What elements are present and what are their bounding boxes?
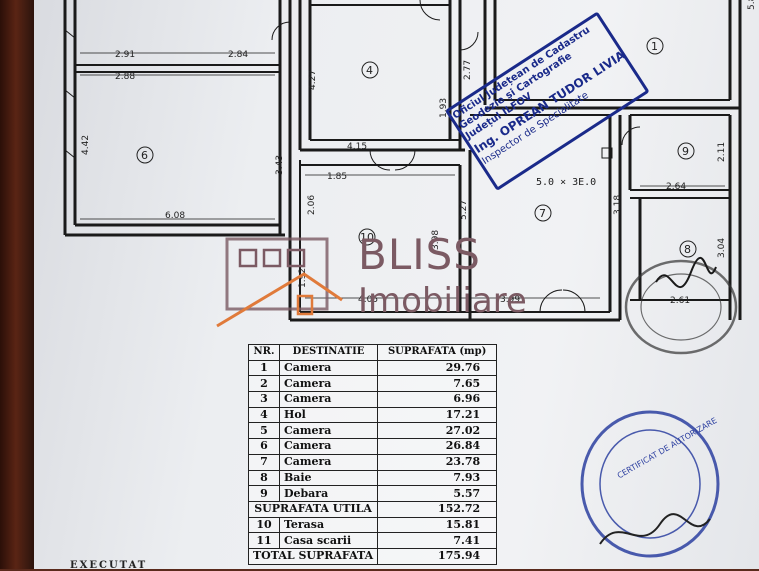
- row-surface: 23.78: [377, 453, 498, 471]
- room-number: 7: [539, 207, 546, 220]
- row-destination: Camera: [278, 438, 379, 455]
- header-nr: NR.: [248, 344, 280, 361]
- dimension-label: 4.27: [308, 70, 318, 90]
- row-surface: 7.93: [377, 469, 498, 487]
- row-surface: 6.96: [377, 391, 498, 408]
- dimension-label: 2.88: [115, 72, 135, 82]
- row-surface: 7.65: [377, 375, 498, 393]
- dimension-label: 4.42: [81, 135, 91, 155]
- row-surface: 15.81: [377, 516, 498, 534]
- row-surface: 27.02: [377, 422, 498, 440]
- dimension-label: 5.8: [747, 0, 757, 10]
- row-number: 1: [248, 359, 280, 377]
- row-number: 3: [248, 391, 280, 408]
- row-number: 5: [248, 422, 280, 440]
- row-number: 2: [248, 375, 280, 393]
- wood-background: [0, 0, 40, 569]
- dimension-label: 3.43: [275, 155, 285, 175]
- dimension-label: 3.04: [717, 238, 727, 258]
- row-number: 7: [248, 453, 280, 471]
- useful-surface-label: SUPRAFATA UTILA: [247, 500, 379, 518]
- row-destination: Hol: [278, 406, 379, 424]
- dimension-label: 2.06: [307, 195, 317, 215]
- dimension-label: 1.92: [298, 268, 308, 288]
- row-destination: Debara: [278, 485, 379, 502]
- round-seal-icon: CERTIFICAT DE AUTORIZARE: [580, 410, 720, 558]
- row-destination: Camera: [278, 375, 379, 393]
- row-number: 10: [248, 516, 280, 534]
- row-number: 6: [248, 438, 280, 455]
- row-surface: 29.76: [377, 359, 498, 377]
- dimension-label: 4.05: [358, 295, 378, 305]
- dimension-label: 3.18: [613, 195, 623, 215]
- dimension-label: 2.64: [666, 182, 686, 192]
- row-destination: Camera: [278, 391, 379, 408]
- dimension-label: 2.11: [717, 142, 727, 162]
- dimension-label: 2.77: [463, 60, 473, 80]
- dimension-label: 3.99: [500, 295, 520, 305]
- watermark: BLISS Imobiliare: [212, 234, 552, 334]
- row-surface: 5.57: [377, 485, 498, 502]
- header-destination: DESTINATIE: [278, 344, 379, 361]
- dimension-label: 2.91: [115, 50, 135, 60]
- watermark-subtitle: Imobiliare: [358, 281, 527, 321]
- row-destination: Camera: [278, 359, 379, 377]
- row-destination: Terasa: [278, 516, 379, 534]
- signature-seal-icon: [624, 256, 738, 355]
- row-surface: 7.41: [377, 532, 498, 549]
- row-number: 11: [248, 532, 280, 549]
- room-number: 9: [682, 145, 689, 158]
- room-number: 1: [651, 40, 658, 53]
- row-number: 9: [248, 485, 280, 502]
- dimension-label: 2.84: [228, 50, 248, 60]
- dimension-label: 6.08: [165, 211, 185, 221]
- row-destination: Camera: [278, 422, 379, 440]
- row-surface: 26.84: [377, 438, 498, 455]
- scale-note: 5.0 × 3E.0: [536, 177, 596, 188]
- row-number: 8: [248, 469, 280, 487]
- room-number: 6: [141, 149, 148, 162]
- watermark-brand: BLISS: [358, 230, 481, 279]
- header-surface: SUPRAFATA (mp): [377, 344, 498, 361]
- room-number: 4: [366, 64, 373, 77]
- row-destination: Baie: [278, 469, 379, 487]
- room-number: 8: [684, 243, 691, 256]
- dimension-label: 4.15: [347, 142, 367, 152]
- total-surface-label: TOTAL SUPRAFATA: [247, 547, 379, 565]
- room-number: 10: [360, 231, 374, 244]
- row-number: 4: [248, 406, 280, 424]
- row-destination: Camera: [278, 453, 379, 471]
- dimension-label: 1.85: [327, 172, 347, 182]
- table-header-row: NR. DESTINATIE SUPRAFATA (mp): [248, 344, 498, 361]
- house-logo-icon: [216, 237, 343, 328]
- dimension-label: 1.93: [439, 98, 449, 118]
- row-surface: 17.21: [377, 406, 498, 424]
- dimension-label: 3.98: [431, 230, 441, 250]
- bottom-label: EXECUTAT: [70, 560, 148, 571]
- dimension-label: 5.27: [459, 200, 469, 220]
- row-destination: Casa scarii: [278, 532, 379, 549]
- useful-surface-value: 152.72: [377, 500, 498, 518]
- seal-text: CERTIFICAT DE AUTORIZARE: [616, 416, 719, 481]
- total-surface-value: 175.94: [377, 547, 498, 565]
- dimension-label: 2.61: [670, 296, 690, 306]
